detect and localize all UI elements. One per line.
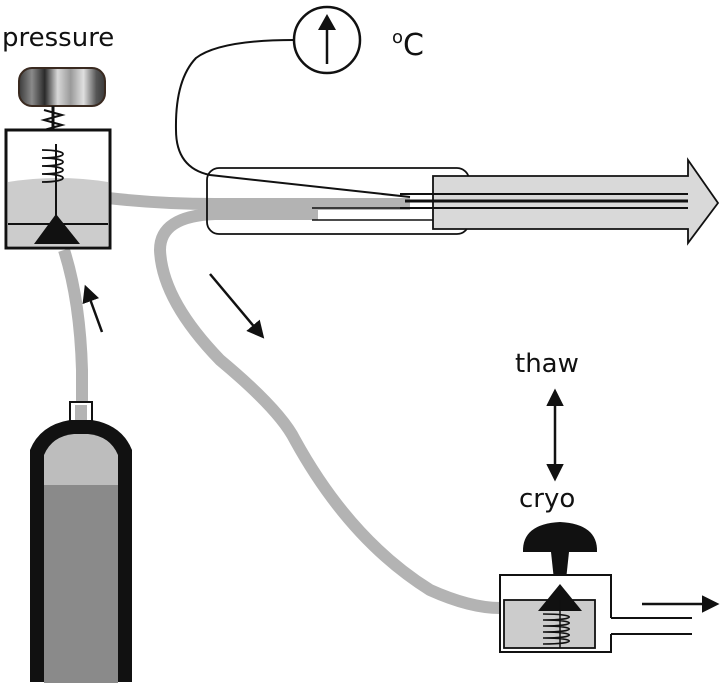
cryoprobe	[206, 157, 720, 246]
tank-gas-space	[44, 434, 118, 485]
thaw-label: thaw	[515, 349, 579, 379]
flow-arrow-icon	[82, 284, 104, 333]
pressure-knob-icon	[18, 67, 106, 107]
thaw-cryo-toggle: thaw cryo	[515, 349, 579, 514]
valve-handle	[522, 522, 598, 552]
tank-liquid	[44, 485, 118, 683]
temperature-gauge: oC	[174, 5, 424, 198]
temperature-unit-letter: C	[403, 28, 424, 63]
flow-arrow-icon	[209, 273, 265, 339]
tank-supply-tube	[58, 248, 88, 405]
flow-arrows	[82, 273, 265, 339]
regulator-spring-icon	[41, 149, 64, 183]
gas-tank-icon	[30, 401, 132, 683]
regulator-to-probe-tube	[107, 192, 410, 210]
probe-return-tube	[153, 208, 501, 614]
temperature-unit-superscript: o	[392, 27, 403, 48]
gas-tubes	[58, 192, 501, 614]
pressure-label: pressure	[2, 23, 114, 53]
cryo-label: cryo	[519, 484, 575, 514]
thermocouple-wire	[174, 39, 411, 198]
temperature-unit-label: oC	[392, 27, 424, 63]
pressure-regulator: pressure	[2, 23, 114, 250]
cryo-valve-icon	[499, 522, 720, 653]
valve-spring-icon	[542, 613, 570, 645]
